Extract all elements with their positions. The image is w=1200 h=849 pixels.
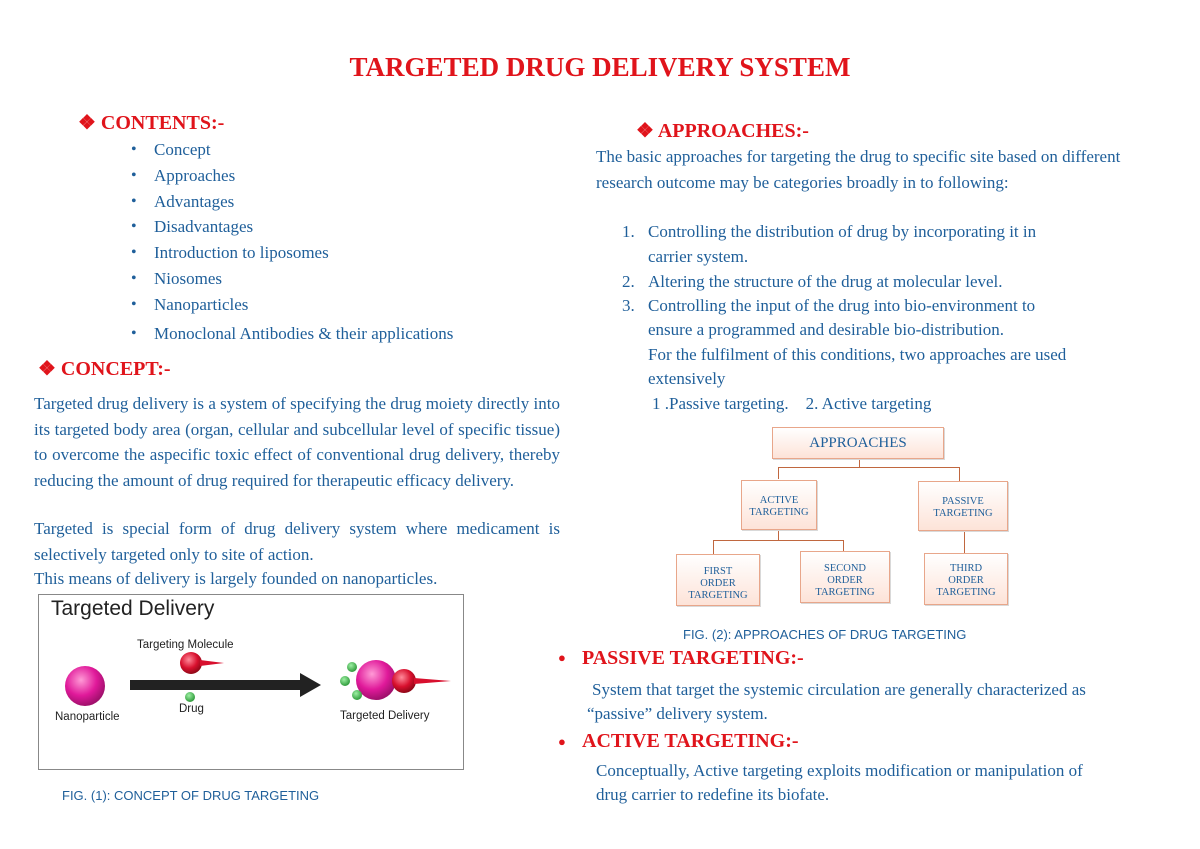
active-heading: ACTIVE TARGETING:- (582, 730, 799, 752)
approaches-note-line-2: extensively (648, 369, 726, 388)
approach-number: 2. (622, 272, 635, 291)
list-item: Concept (131, 137, 554, 163)
approach-item-3-line-1: Controlling the input of the drug into b… (648, 296, 1036, 315)
contents-list: Concept Approaches Advantages Disadvanta… (131, 137, 554, 347)
drug-icon (185, 692, 195, 702)
passive-line-1: System that target the systemic circulat… (592, 680, 1086, 699)
concept-paragraph-3: This means of delivery is largely founde… (34, 569, 438, 588)
contents-heading: ❖ CONTENTS:- (78, 112, 225, 134)
approaches-heading: ❖ APPROACHES:- (636, 120, 809, 142)
drug-delivery-illustration (65, 652, 451, 706)
approach-item-1-line-1: Controlling the distribution of drug by … (648, 222, 1037, 241)
label-targeting-molecule: Targeting Molecule (137, 639, 234, 651)
page-title: TARGETED DRUG DELIVERY SYSTEM (349, 52, 851, 82)
node-label: TARGETING (688, 590, 748, 601)
concept-heading: ❖ CONCEPT:- (38, 358, 171, 380)
concept-paragraph-2: Targeted is special form of drug deliver… (34, 519, 560, 564)
targeted-nanoparticle-icon (356, 660, 396, 700)
passive-heading: PASSIVE TARGETING:- (582, 647, 804, 669)
chart-node-first-order: FIRST ORDER TARGETING (676, 554, 760, 606)
approach-item-1-line-2: carrier system. (648, 247, 749, 266)
list-item: Disadvantages (131, 214, 554, 240)
node-label: ORDER (948, 575, 984, 586)
label-targeted-delivery: Targeted Delivery (340, 710, 430, 722)
node-label: TARGETING (933, 508, 993, 519)
node-label: ACTIVE (759, 495, 799, 506)
approaches-note-line-1: For the fulfilment of this conditions, t… (648, 345, 1067, 364)
node-label: ORDER (700, 578, 736, 589)
approaches-intro: The basic approaches for targeting the d… (596, 147, 1121, 192)
node-label: TARGETING (936, 587, 996, 598)
bullet-icon: ● (558, 734, 566, 749)
list-item: Nanoparticles (131, 292, 554, 318)
list-item: Approaches (131, 163, 554, 189)
passive-line-2: “passive” delivery system. (587, 704, 768, 723)
list-item: Introduction to liposomes (131, 240, 554, 266)
list-item: Monoclonal Antibodies & their applicatio… (131, 321, 554, 347)
chart-node-approaches: APPROACHES (772, 427, 944, 459)
approach-item-3-line-2: ensure a programmed and desirable bio-di… (648, 320, 1004, 339)
label-drug: Drug (179, 703, 204, 715)
arrow-shaft (130, 680, 300, 690)
concept-paragraph-1: Targeted drug delivery is a system of sp… (34, 394, 560, 490)
node-label: THIRD (949, 563, 983, 574)
approach-number: 3. (622, 296, 635, 315)
chart-node-third-order: THIRD ORDER TARGETING (924, 553, 1008, 605)
node-label: ORDER (827, 575, 863, 586)
figure-concept-diagram: Targeted Delivery Targeting (38, 594, 464, 770)
node-label: TARGETING (749, 507, 809, 518)
arrow-head-icon (300, 673, 321, 697)
figure2-caption: FIG. (2): APPROACHES OF DRUG TARGETING (683, 627, 967, 642)
approach-item-2: Altering the structure of the drug at mo… (648, 272, 1003, 291)
active-line-1: Conceptually, Active targeting exploits … (596, 761, 1083, 780)
figure1-caption: FIG. (1): CONCEPT OF DRUG TARGETING (62, 788, 320, 803)
chart-node-passive-targeting: PASSIVE TARGETING (918, 481, 1008, 531)
label-nanoparticle: Nanoparticle (55, 711, 120, 723)
bullet-icon: ● (558, 650, 566, 665)
list-item: Advantages (131, 189, 554, 215)
targeting-molecule-icon (180, 652, 202, 674)
list-item: Niosomes (131, 266, 554, 292)
nanoparticle-icon (65, 666, 105, 706)
active-line-2: drug carrier to redefine its biofate. (596, 785, 830, 804)
node-label: FIRST (703, 566, 733, 577)
chart-node-active-targeting: ACTIVE TARGETING (741, 480, 817, 530)
node-label: SECOND (823, 563, 866, 574)
chart-node-second-order: SECOND ORDER TARGETING (800, 551, 890, 603)
approach-number: 1. (622, 222, 635, 241)
node-label: TARGETING (815, 587, 875, 598)
approaches-types: 1 .Passive targeting. 2. Active targetin… (652, 394, 932, 413)
node-label: PASSIVE (942, 496, 984, 507)
figure1-heading: Targeted Delivery (51, 597, 215, 620)
